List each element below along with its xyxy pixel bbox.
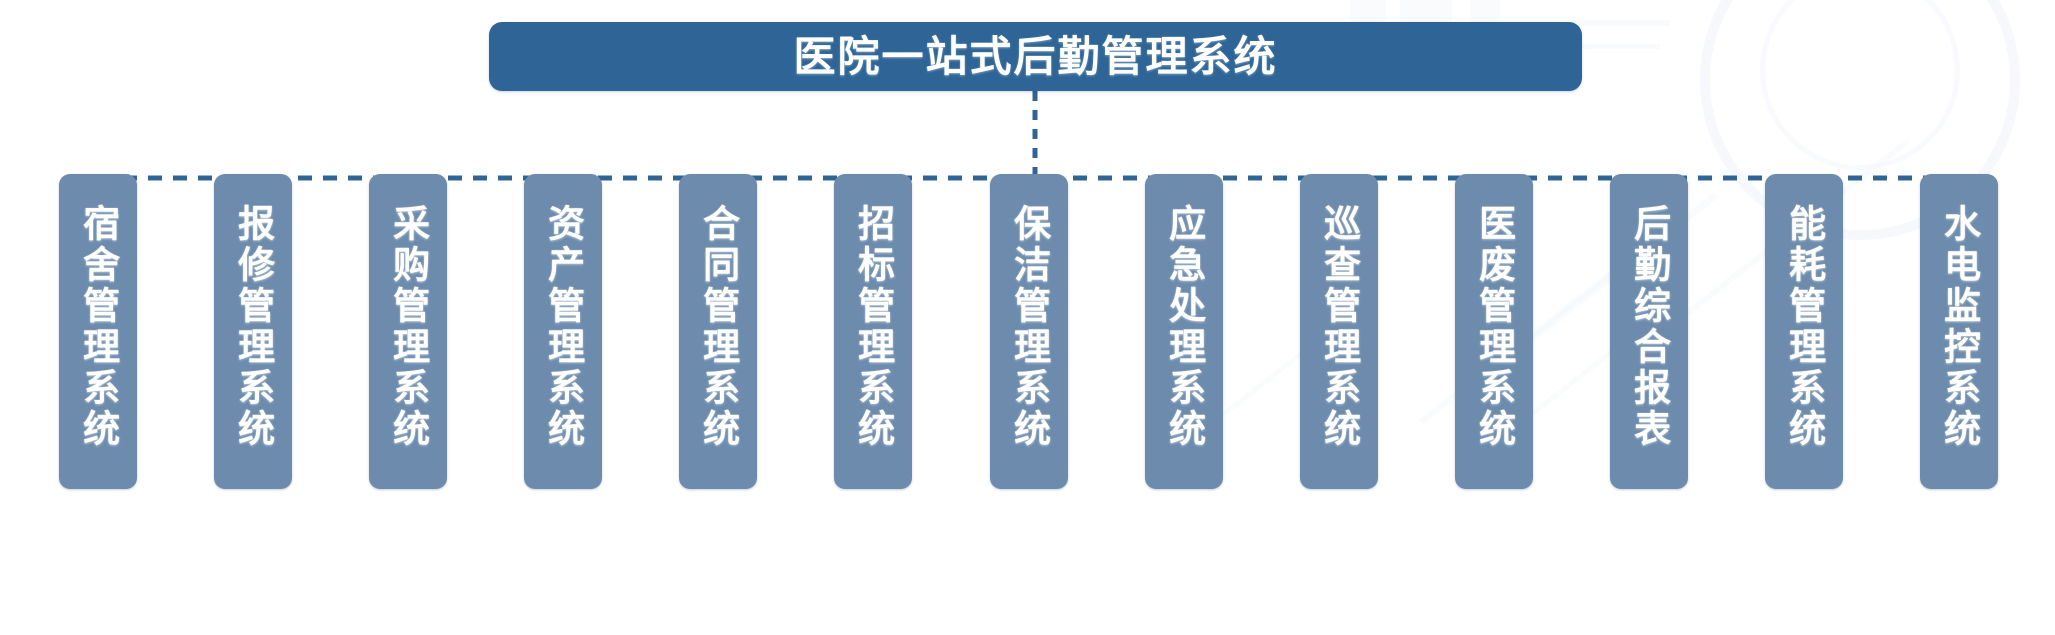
node-contract-label: 合同管理系统 [697, 204, 739, 450]
node-emergency-label: 应急处理系统 [1163, 204, 1205, 450]
node-energy-label: 能耗管理系统 [1783, 204, 1825, 450]
node-dormitory[interactable]: 宿舍管理系统 [59, 174, 137, 489]
node-inspection[interactable]: 巡查管理系统 [1300, 174, 1378, 489]
node-bidding-label: 招标管理系统 [852, 204, 894, 450]
node-utility-monitor[interactable]: 水电监控系统 [1920, 174, 1998, 489]
node-repair-label: 报修管理系统 [232, 204, 274, 450]
node-utility-monitor-label: 水电监控系统 [1938, 204, 1980, 450]
root-node-hospital-logistics-system[interactable]: 医院一站式后勤管理系统 [489, 22, 1582, 91]
node-medical-waste[interactable]: 医废管理系统 [1455, 174, 1533, 489]
leaf-node-row: 宿舍管理系统 报修管理系统 采购管理系统 资产管理系统 合同管理系统 招标管理系… [0, 174, 2055, 635]
node-procurement[interactable]: 采购管理系统 [369, 174, 447, 489]
node-cleaning[interactable]: 保洁管理系统 [990, 174, 1068, 489]
node-logistics-report[interactable]: 后勤综合报表 [1610, 174, 1688, 489]
node-inspection-label: 巡查管理系统 [1318, 204, 1360, 450]
node-asset-label: 资产管理系统 [542, 204, 584, 450]
node-logistics-report-label: 后勤综合报表 [1628, 204, 1670, 450]
node-contract[interactable]: 合同管理系统 [679, 174, 757, 489]
node-energy[interactable]: 能耗管理系统 [1765, 174, 1843, 489]
node-procurement-label: 采购管理系统 [387, 204, 429, 450]
node-dormitory-label: 宿舍管理系统 [77, 204, 119, 450]
node-emergency[interactable]: 应急处理系统 [1145, 174, 1223, 489]
root-node-label: 医院一站式后勤管理系统 [793, 32, 1278, 80]
node-cleaning-label: 保洁管理系统 [1008, 204, 1050, 450]
node-asset[interactable]: 资产管理系统 [524, 174, 602, 489]
node-bidding[interactable]: 招标管理系统 [834, 174, 912, 489]
node-medical-waste-label: 医废管理系统 [1473, 204, 1515, 450]
node-repair[interactable]: 报修管理系统 [214, 174, 292, 489]
